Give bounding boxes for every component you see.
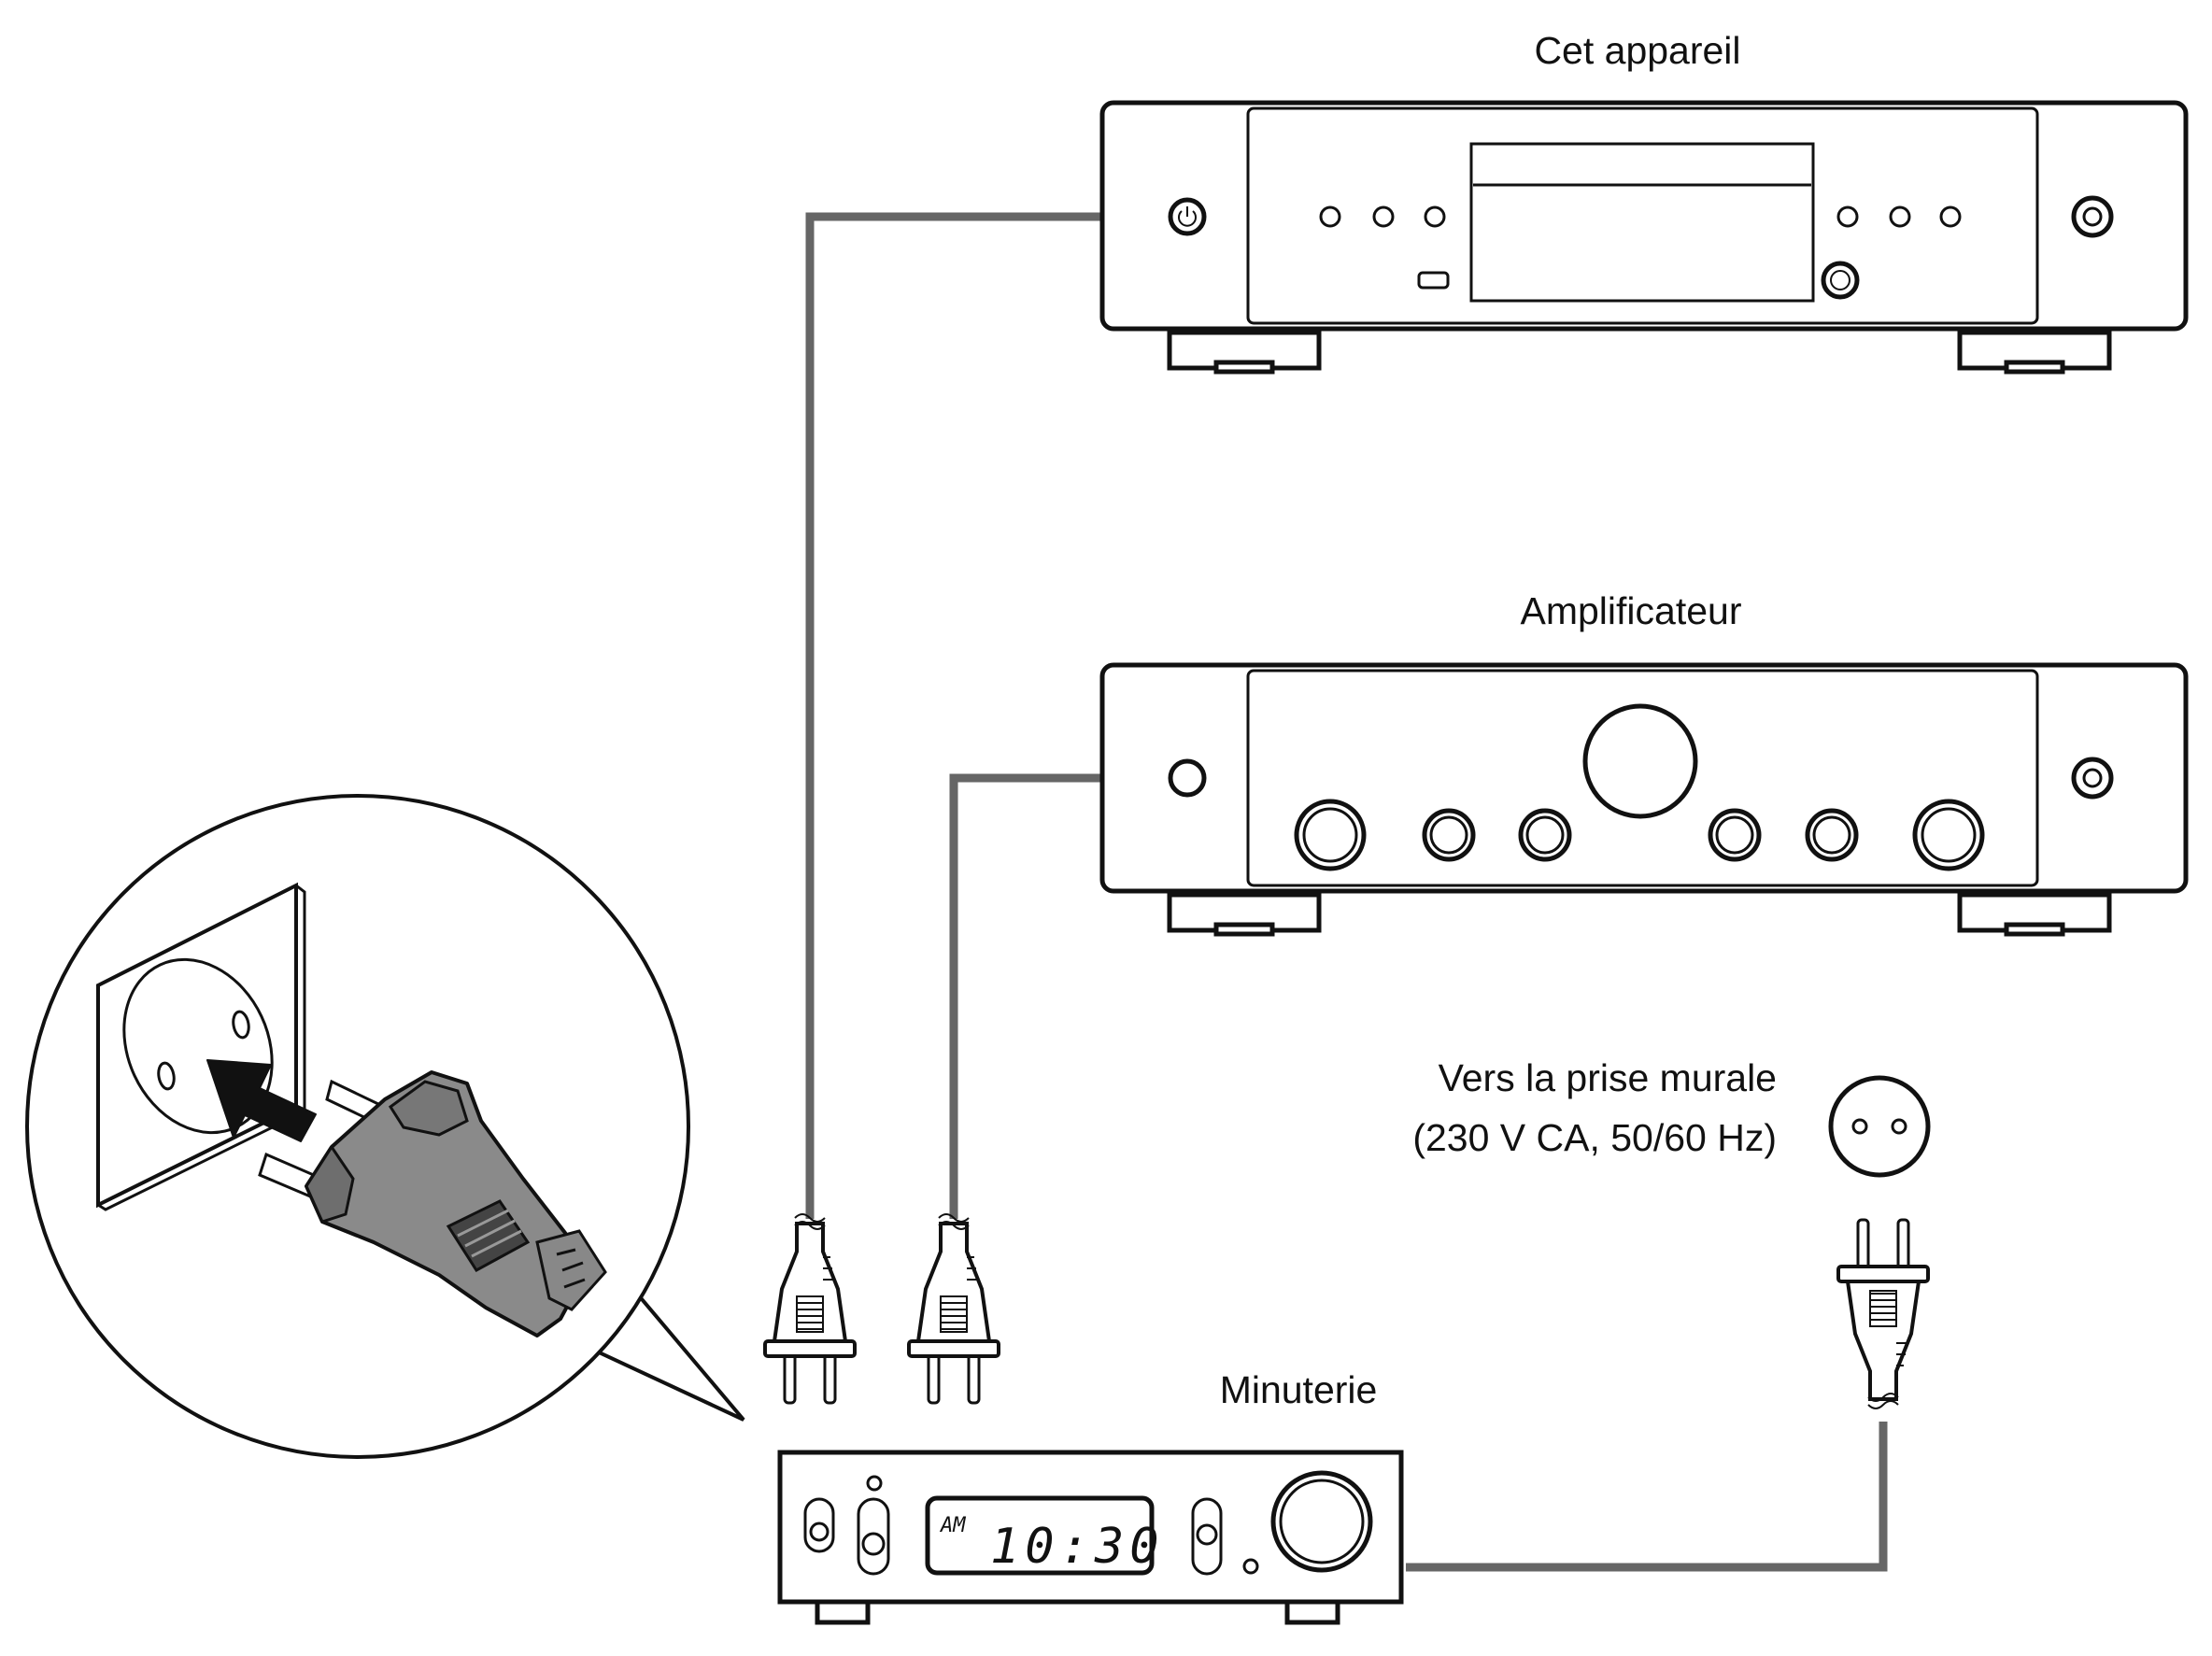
device-button-2 xyxy=(1372,205,1395,228)
wall-outlet-label-2: (230 V CA, 50/60 Hz) xyxy=(1412,1116,1777,1159)
timer-time: 10:30 xyxy=(990,1519,1165,1575)
timer-dial-ring xyxy=(1279,1479,1365,1564)
plug-icon xyxy=(763,1212,857,1405)
amp-knob-4-ring xyxy=(1715,815,1754,855)
amp-knob-6-ring xyxy=(1921,807,1977,863)
timer-switch-3-dot xyxy=(1196,1523,1218,1546)
wall-outlet-label-1: Vers la prise murale xyxy=(1439,1056,1777,1099)
timer-lcd-display xyxy=(925,1495,1155,1576)
amplifier: Amplificateur xyxy=(1099,589,2189,937)
device-button-3 xyxy=(1424,205,1446,228)
callout-seam xyxy=(574,1276,624,1352)
zoom-callout xyxy=(25,794,745,1459)
timer-indicator xyxy=(866,1475,883,1492)
device-label: Cet appareil xyxy=(1534,29,1740,72)
timer-indicator-2 xyxy=(1242,1558,1259,1575)
arrow-icon xyxy=(206,1059,317,1142)
device-foot-left-pad xyxy=(1213,360,1275,375)
device-cd-player: Cet appareil xyxy=(1099,29,2189,375)
timer: Minuterie AM 10:30 xyxy=(777,1368,1404,1625)
device-headphone-jack-inner xyxy=(2082,206,2103,227)
gray-plug xyxy=(258,1070,607,1338)
wall-socket-icon xyxy=(1828,1075,1931,1178)
timer-switch-2-dot xyxy=(861,1532,886,1556)
amp-foot-right xyxy=(1957,892,2112,933)
timer-switch-left-dot xyxy=(809,1522,830,1542)
plug-wall-icon xyxy=(1836,1218,1930,1410)
timer-label: Minuterie xyxy=(1220,1368,1378,1411)
amp-foot-right-pad xyxy=(2004,922,2065,937)
device-button-5 xyxy=(1889,205,1911,228)
power-cords xyxy=(805,212,1888,1572)
amp-foot-left-pad xyxy=(1213,922,1275,937)
cord-device xyxy=(805,212,1102,1219)
device-button-6 xyxy=(1939,205,1962,228)
amplifier-label: Amplificateur xyxy=(1521,589,1742,632)
device-knob-inner xyxy=(1830,270,1850,290)
device-button-1 xyxy=(1319,205,1341,228)
wall-outlet: Vers la prise murale (230 V CA, 50/60 Hz… xyxy=(1412,1056,1931,1178)
amp-knob-3-ring xyxy=(1525,815,1565,855)
cord-amplifier xyxy=(949,773,1102,1219)
device-foot-right-pad xyxy=(2004,360,2065,375)
cord-wall xyxy=(1406,1422,1888,1572)
plug-amplifier-icon xyxy=(907,1212,1000,1405)
amp-knob-1-ring xyxy=(1302,807,1358,863)
power-icon xyxy=(1178,206,1197,227)
amp-power-button xyxy=(1168,758,1207,798)
amp-headphone-jack-inner xyxy=(2082,768,2103,788)
amp-knob-5-ring xyxy=(1812,815,1851,855)
device-foot-left xyxy=(1167,330,1322,371)
timer-am: AM xyxy=(939,1514,966,1537)
device-button-4 xyxy=(1836,205,1859,228)
usb-port-icon xyxy=(1417,271,1450,290)
amp-knob-2-ring xyxy=(1429,815,1468,855)
device-disc-tray xyxy=(1469,142,1815,303)
amp-volume-knob xyxy=(1582,703,1698,819)
